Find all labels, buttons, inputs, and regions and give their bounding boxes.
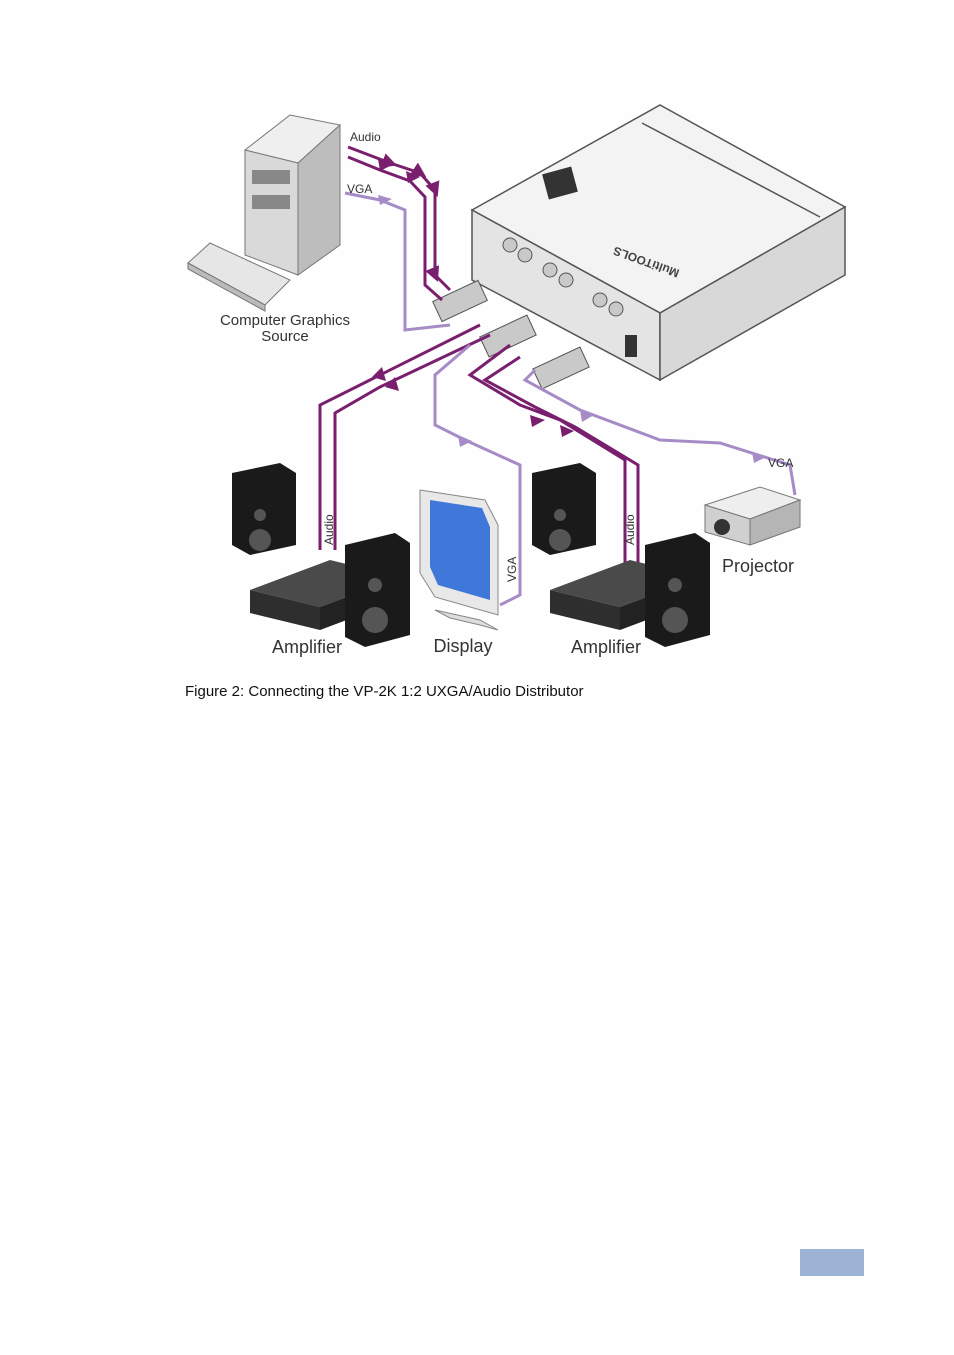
brand-logo xyxy=(542,166,578,200)
audio-cables-right-amplifier xyxy=(467,343,640,570)
label-amplifier-right: Amplifier xyxy=(571,637,641,657)
audio-input-cables xyxy=(347,145,452,302)
label-vga-out: VGA xyxy=(768,456,793,470)
label-source-line2: Source xyxy=(261,328,309,345)
projector xyxy=(703,486,802,546)
label-vga-in: VGA xyxy=(347,182,372,196)
distributor-device: MultiTOOLS xyxy=(432,104,847,390)
right-speaker-back xyxy=(532,463,596,555)
left-speaker-back xyxy=(232,463,296,555)
label-source-line1: Computer Graphics xyxy=(220,312,350,329)
label-vga-display-vertical: VGA xyxy=(505,557,519,582)
label-audio-right-vertical: Audio xyxy=(623,514,637,545)
page-number-tab xyxy=(800,1249,864,1276)
label-projector: Projector xyxy=(722,556,794,576)
figure-caption: Figure 2: Connecting the VP-2K 1:2 UXGA/… xyxy=(185,683,584,700)
right-speaker-front xyxy=(645,533,710,647)
label-display: Display xyxy=(433,636,492,656)
label-amplifier-left: Amplifier xyxy=(272,637,342,657)
vga-input-cable xyxy=(344,191,451,332)
display-monitor xyxy=(419,489,499,631)
label-audio-in: Audio xyxy=(350,130,381,144)
connection-diagram: MultiTOOLS xyxy=(187,104,847,657)
audio-cables-left-amplifier xyxy=(318,323,491,550)
left-speaker-front xyxy=(345,533,410,647)
audio-arrows xyxy=(372,159,574,437)
vga-arrows xyxy=(378,195,766,463)
label-audio-left-vertical: Audio xyxy=(322,514,336,545)
vga-cable-projector xyxy=(522,368,797,496)
keyboard xyxy=(187,242,291,312)
computer-graphics-source xyxy=(187,114,342,312)
